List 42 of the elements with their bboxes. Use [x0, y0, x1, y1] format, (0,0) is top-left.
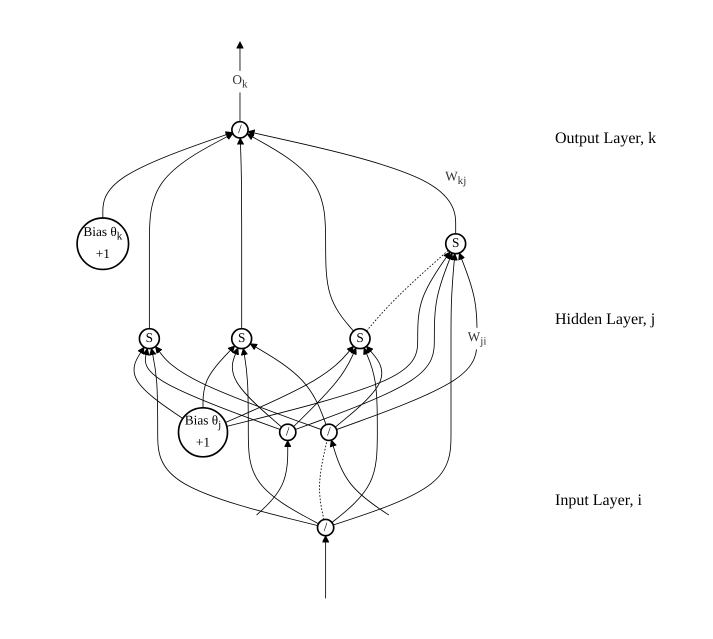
arrow: [202, 344, 235, 408]
node-circle: /: [316, 518, 334, 536]
arrow: [247, 128, 456, 234]
arrow: [292, 346, 356, 427]
arrow: [322, 534, 330, 598]
arrow: [294, 252, 453, 430]
arrow: [224, 345, 354, 422]
node-circle: /: [230, 120, 249, 138]
arrow: [256, 440, 292, 515]
arrow: [142, 348, 280, 430]
node-circle: S: [444, 232, 466, 254]
arrow: [232, 347, 282, 427]
arrow: [148, 348, 318, 526]
connector: [366, 249, 448, 331]
node-circle: /: [320, 422, 338, 441]
node-circle: /: [278, 422, 296, 441]
arrow: [133, 346, 183, 418]
arrow: [246, 132, 354, 331]
arrow: [148, 132, 233, 329]
arrow: [332, 252, 458, 525]
arrow: [154, 346, 322, 430]
node-circle: S: [230, 327, 252, 349]
arrow: [334, 345, 382, 428]
edge-label: O$_{k}$: [232, 72, 248, 90]
edge-label: W$_{ji}$: [467, 330, 486, 347]
arrow: [336, 252, 478, 430]
arrow: [226, 251, 450, 426]
arrow: [236, 40, 244, 122]
arrow: [236, 137, 244, 329]
arrow: [331, 346, 378, 522]
node-circle: S: [349, 327, 371, 349]
node-circle: Bias θ$_{k}$ +1: [76, 216, 130, 270]
arrow: [102, 130, 232, 218]
layer-label: Input Layer, i: [555, 492, 643, 510]
arrow: [330, 439, 389, 515]
layer-label: Hidden Layer, j: [555, 310, 656, 328]
node-circle: Bias θ$_{j}$ +1: [177, 406, 228, 458]
layer-label: Output Layer, k: [555, 130, 658, 148]
node-circle: S: [138, 327, 160, 349]
edge-label: W$_{kj}$: [444, 169, 466, 186]
arrow: [240, 348, 319, 524]
arrow: [250, 342, 326, 425]
